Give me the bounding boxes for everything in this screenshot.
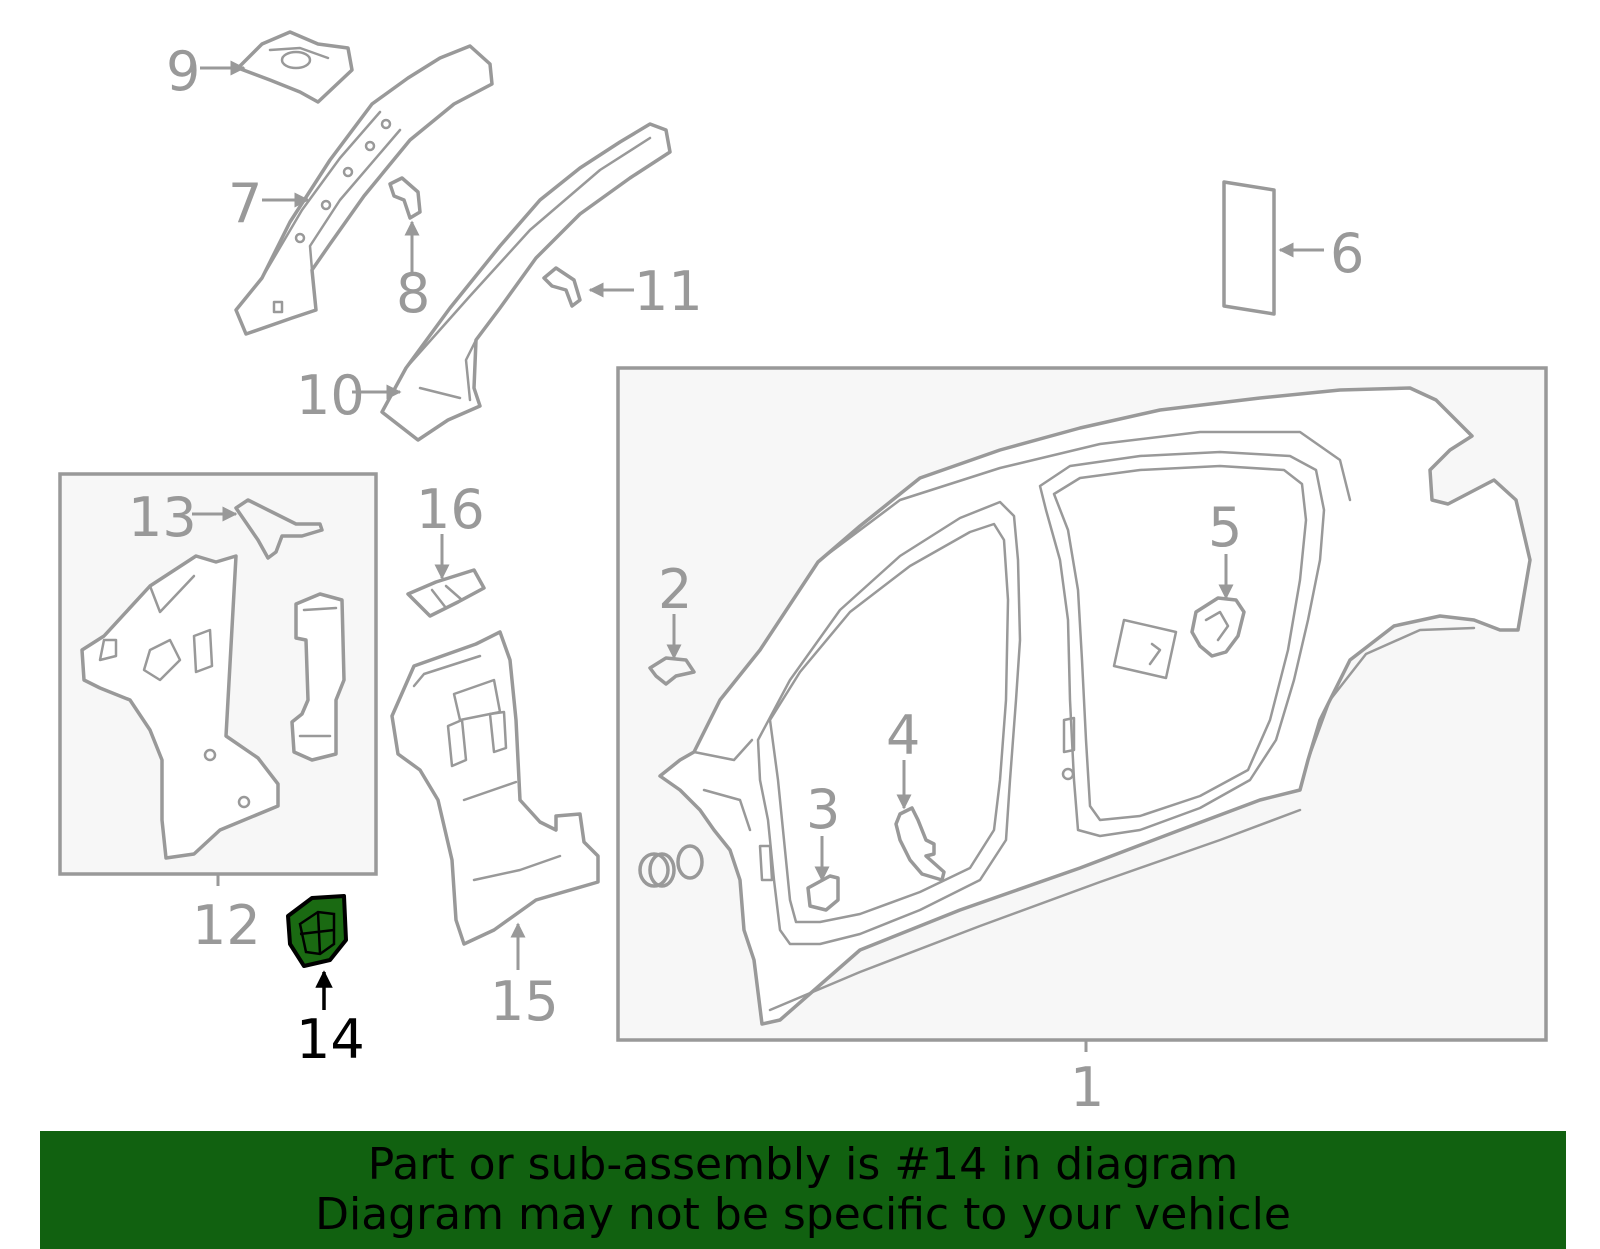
leader-lines bbox=[192, 60, 1324, 1052]
callout-3: 3 bbox=[806, 778, 840, 841]
callout-14: 14 bbox=[296, 1008, 365, 1071]
part-9-bracket[interactable] bbox=[236, 30, 354, 104]
part-12-inner-panel[interactable] bbox=[80, 554, 280, 860]
part-12-reinforcement[interactable] bbox=[290, 592, 346, 762]
banner-line-2: Diagram may not be specific to your vehi… bbox=[315, 1189, 1291, 1240]
callout-13: 13 bbox=[128, 486, 197, 549]
part-11-clip[interactable] bbox=[542, 266, 582, 308]
part-14-highlighted[interactable] bbox=[286, 894, 348, 968]
callout-4: 4 bbox=[886, 704, 920, 767]
callout-10: 10 bbox=[296, 364, 365, 427]
callout-15: 15 bbox=[490, 970, 559, 1033]
grommets bbox=[638, 844, 704, 888]
callout-11: 11 bbox=[634, 260, 703, 323]
part-8-clip[interactable] bbox=[388, 176, 422, 220]
callout-12: 12 bbox=[192, 894, 261, 957]
part-16-bracket[interactable] bbox=[406, 568, 486, 618]
callout-16: 16 bbox=[416, 478, 485, 541]
part-13-bracket[interactable] bbox=[234, 498, 324, 560]
info-banner: Part or sub-assembly is #14 in diagram D… bbox=[40, 1131, 1566, 1249]
banner-line-1: Part or sub-assembly is #14 in diagram bbox=[367, 1139, 1239, 1190]
callout-5: 5 bbox=[1208, 496, 1242, 559]
callout-7: 7 bbox=[228, 172, 262, 235]
part-7-pillar[interactable] bbox=[234, 44, 494, 336]
callout-8: 8 bbox=[396, 262, 430, 325]
callout-1: 1 bbox=[1070, 1056, 1104, 1119]
callout-6: 6 bbox=[1330, 222, 1364, 285]
part-15-pillar[interactable] bbox=[390, 630, 600, 946]
part-4-bracket[interactable] bbox=[894, 806, 946, 882]
callout-2: 2 bbox=[658, 558, 692, 621]
callout-9: 9 bbox=[166, 40, 200, 103]
part-10-pillar[interactable] bbox=[380, 122, 672, 442]
part-3-block[interactable] bbox=[806, 874, 840, 912]
part-1-body-side[interactable] bbox=[658, 386, 1532, 1026]
part-6-plate[interactable] bbox=[1222, 180, 1276, 316]
